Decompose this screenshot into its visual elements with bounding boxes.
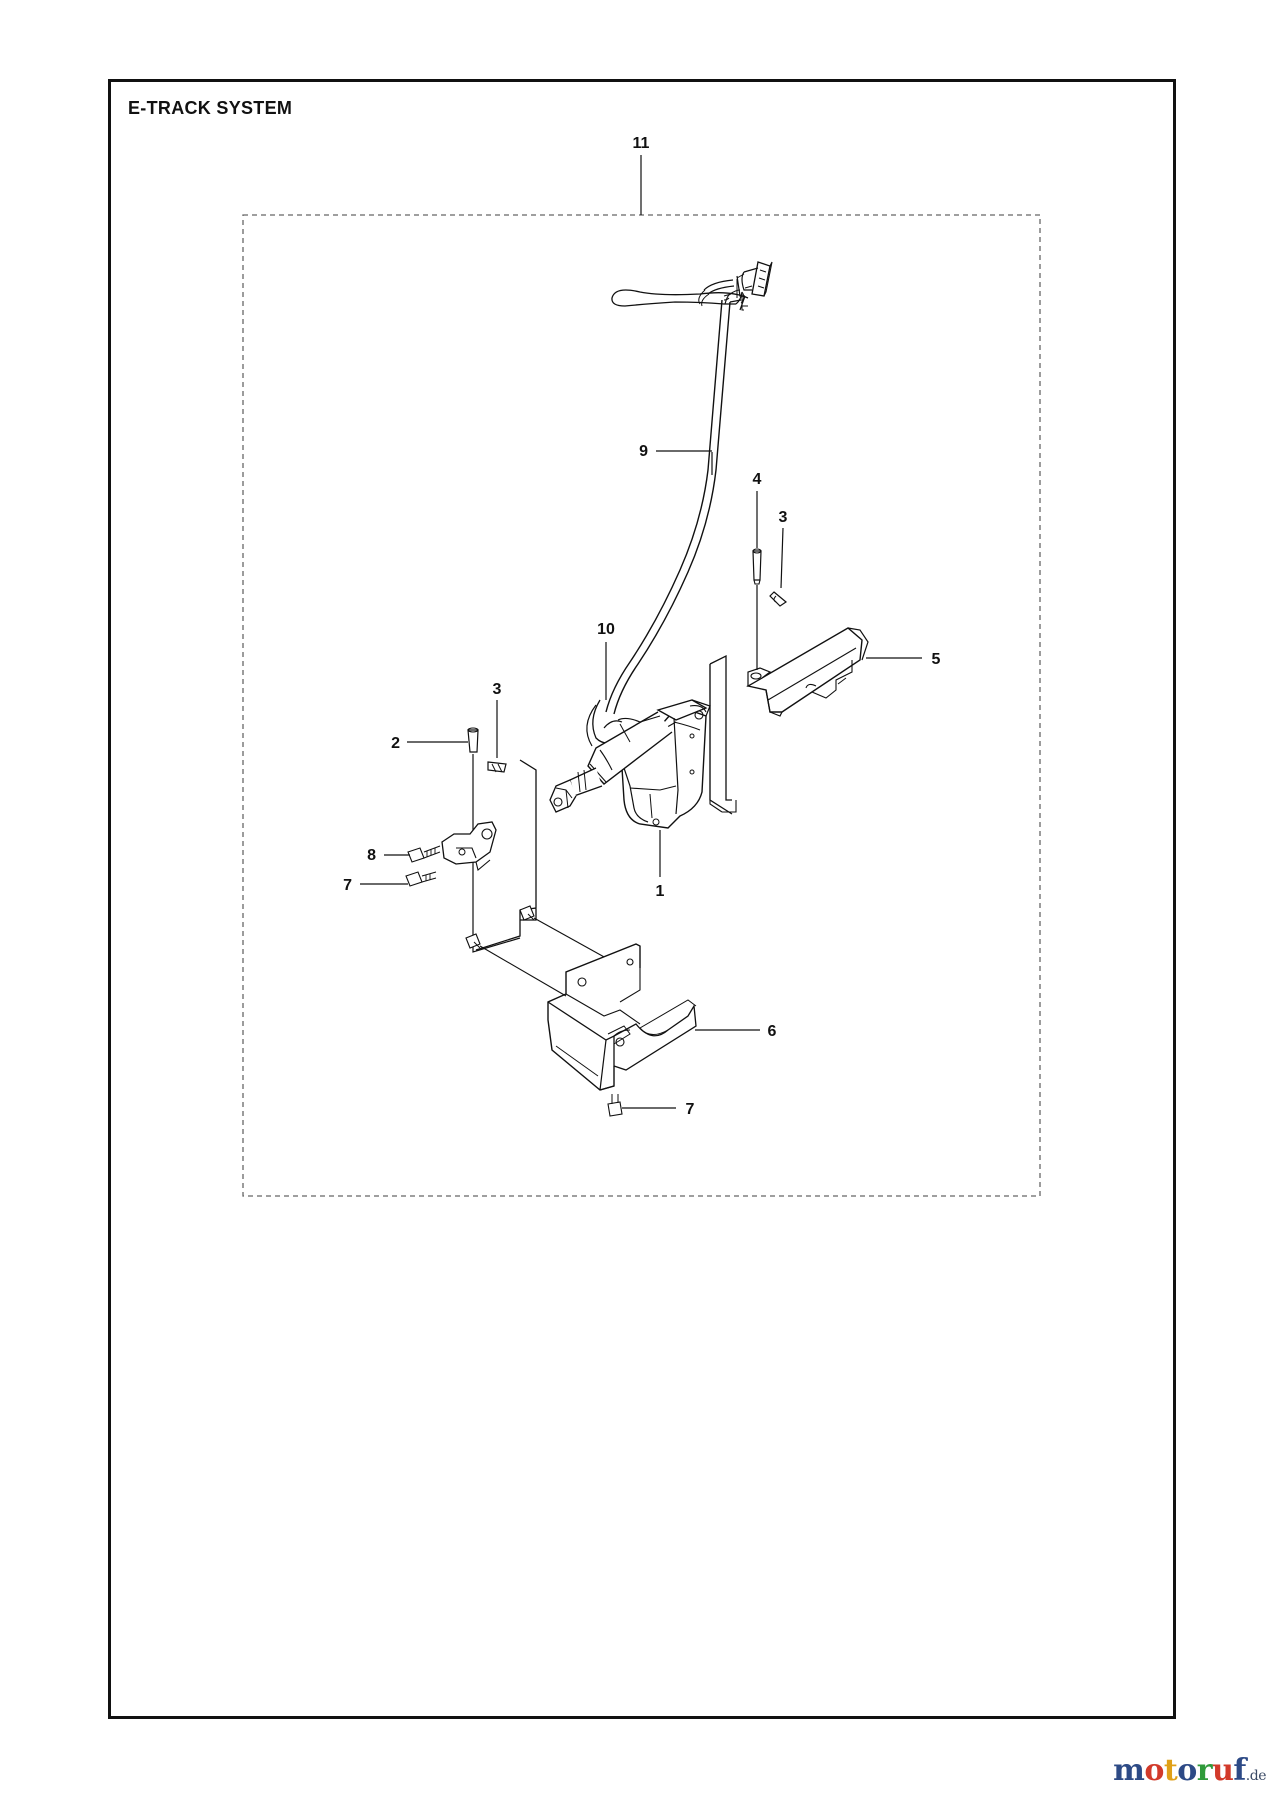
part-wire-harness: [586, 261, 773, 747]
callout-11: 11: [633, 135, 650, 152]
callout-7-left: 7: [343, 877, 352, 894]
part-clip-right: [769, 591, 788, 607]
page-frame: [108, 79, 1176, 1719]
part-bolt-7b: [607, 1094, 623, 1117]
callout-6: 6: [768, 1023, 777, 1040]
part-linear-actuator: [549, 699, 711, 829]
part-bolt-upper: [519, 905, 535, 921]
callout-7-bottom: 7: [686, 1101, 695, 1118]
part-bolt-7a: [405, 871, 437, 887]
ref-bracket-right: [709, 654, 733, 815]
watermark-logo: motoruf.de: [1113, 1753, 1266, 1788]
assembly-boundary: [242, 214, 1041, 1197]
part-housing: [547, 943, 697, 1091]
callout-8: 8: [367, 847, 376, 864]
part-pin-right: [752, 548, 762, 585]
callout-3-left: 3: [493, 681, 502, 698]
watermark-letter: m: [1113, 1753, 1145, 1788]
part-mount-bracket: [441, 821, 497, 871]
callout-9: 9: [639, 443, 648, 460]
callout-5: 5: [932, 651, 941, 668]
watermark-letter: u: [1212, 1753, 1234, 1788]
part-pin-left: [467, 727, 479, 753]
watermark-letter: f: [1233, 1753, 1246, 1788]
watermark-letter: t: [1163, 1753, 1178, 1788]
watermark-letter: r: [1196, 1753, 1213, 1788]
callout-2: 2: [391, 735, 400, 752]
part-cover: [746, 627, 869, 717]
callout-3-right: 3: [779, 509, 788, 526]
callout-4: 4: [753, 471, 762, 488]
part-bolt-lower: [465, 933, 481, 949]
leader-3-right: [780, 527, 784, 589]
watermark-letter: o: [1144, 1753, 1164, 1788]
part-bolt-8: [407, 845, 441, 863]
callout-10: 10: [597, 621, 615, 638]
page-title: E-TRACK SYSTEM: [128, 98, 293, 118]
watermark-letter: o: [1177, 1753, 1197, 1788]
callout-1: 1: [656, 883, 665, 900]
part-clip-left: [487, 761, 507, 773]
watermark-suffix: .de: [1245, 1768, 1267, 1784]
axis-bolt-upper: [533, 917, 607, 959]
axis-bolt-lower: [479, 945, 567, 997]
